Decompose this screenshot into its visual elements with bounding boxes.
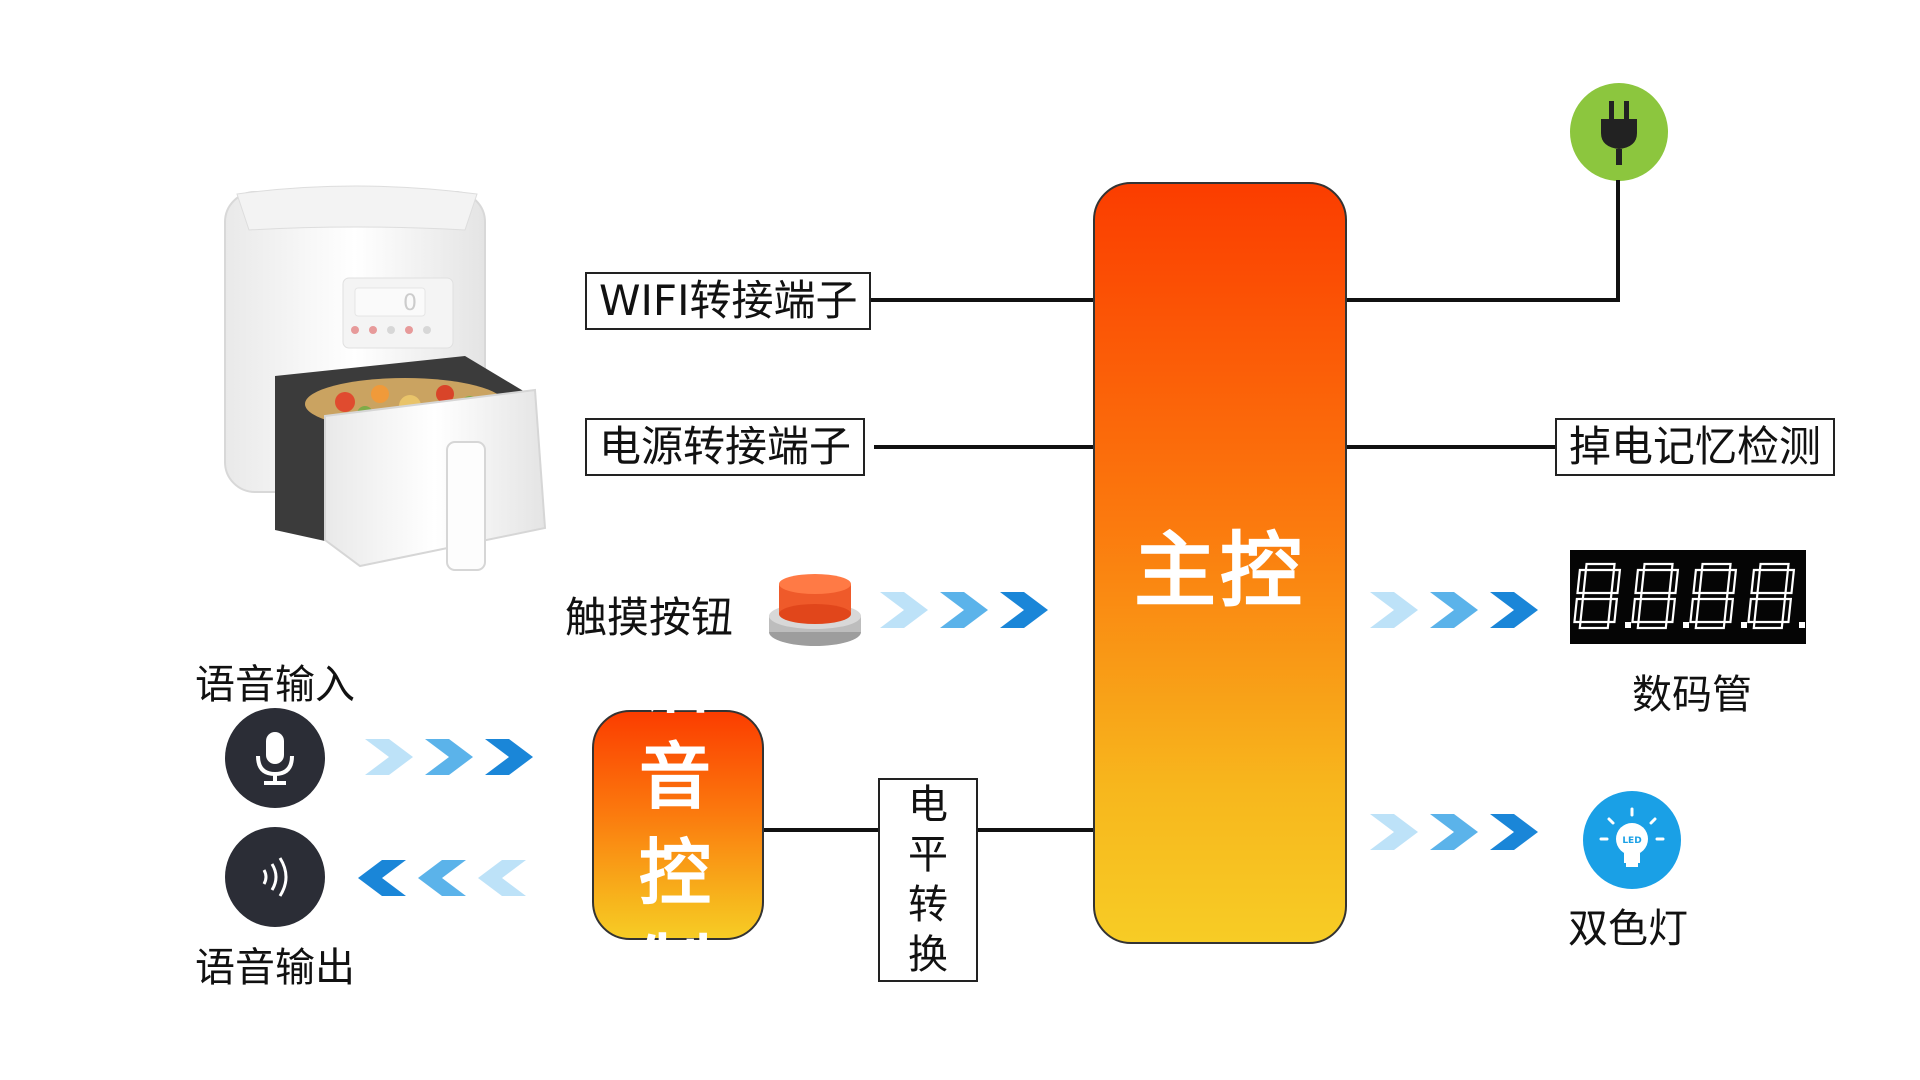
wire-power-terminal <box>874 445 1093 449</box>
wifi-terminal-label: WIFI转接端子 <box>585 272 872 330</box>
main-controller-label: 主控 <box>1133 523 1306 619</box>
arrow-main-to-display <box>1370 590 1550 630</box>
air-fryer-image: 0 <box>215 180 555 580</box>
led-bulb-icon: LED <box>1583 791 1681 889</box>
microphone-icon <box>225 708 325 808</box>
wire-power-loss <box>1343 445 1555 449</box>
voice-output-label: 语音输出 <box>195 945 355 991</box>
arrow-voice-in <box>365 737 545 777</box>
voice-controller-label: 语音控制 <box>638 639 717 1011</box>
segment-digit <box>1573 562 1631 630</box>
wire-wifi <box>870 298 1093 302</box>
segment-digit <box>1689 562 1747 630</box>
arrow-voice-out <box>358 858 538 898</box>
voice-input-label: 语音输入 <box>195 662 355 708</box>
touch-button-label: 触摸按钮 <box>565 593 734 642</box>
bicolor-light-label: 双色灯 <box>1568 906 1688 952</box>
wire-level-main <box>977 828 1093 832</box>
sound-wave-icon <box>225 827 325 927</box>
wire-voice-level <box>760 828 880 832</box>
wire-plug-vertical <box>1616 180 1620 302</box>
svg-text:0: 0 <box>403 291 417 316</box>
power-terminal-label: 电源转接端子 <box>585 418 866 476</box>
level-shift-label: 电平转换 <box>878 778 978 982</box>
wire-plug-horizontal <box>1343 298 1620 302</box>
arrow-touch-to-main <box>880 590 1060 630</box>
voice-controller-block: 语音控制 <box>592 639 764 1011</box>
led-text: LED <box>1622 836 1641 846</box>
digit-tube-label: 数码管 <box>1632 672 1752 718</box>
red-push-button-icon <box>765 570 865 650</box>
arrow-main-to-led <box>1370 812 1550 852</box>
main-controller-block: 主控 <box>1093 182 1347 944</box>
seven-segment-display-icon <box>1570 550 1806 644</box>
segment-digit <box>1631 562 1689 630</box>
power-plug-icon <box>1570 83 1668 181</box>
power-loss-memory-label: 掉电记忆检测 <box>1555 418 1836 476</box>
segment-digit <box>1747 562 1805 630</box>
